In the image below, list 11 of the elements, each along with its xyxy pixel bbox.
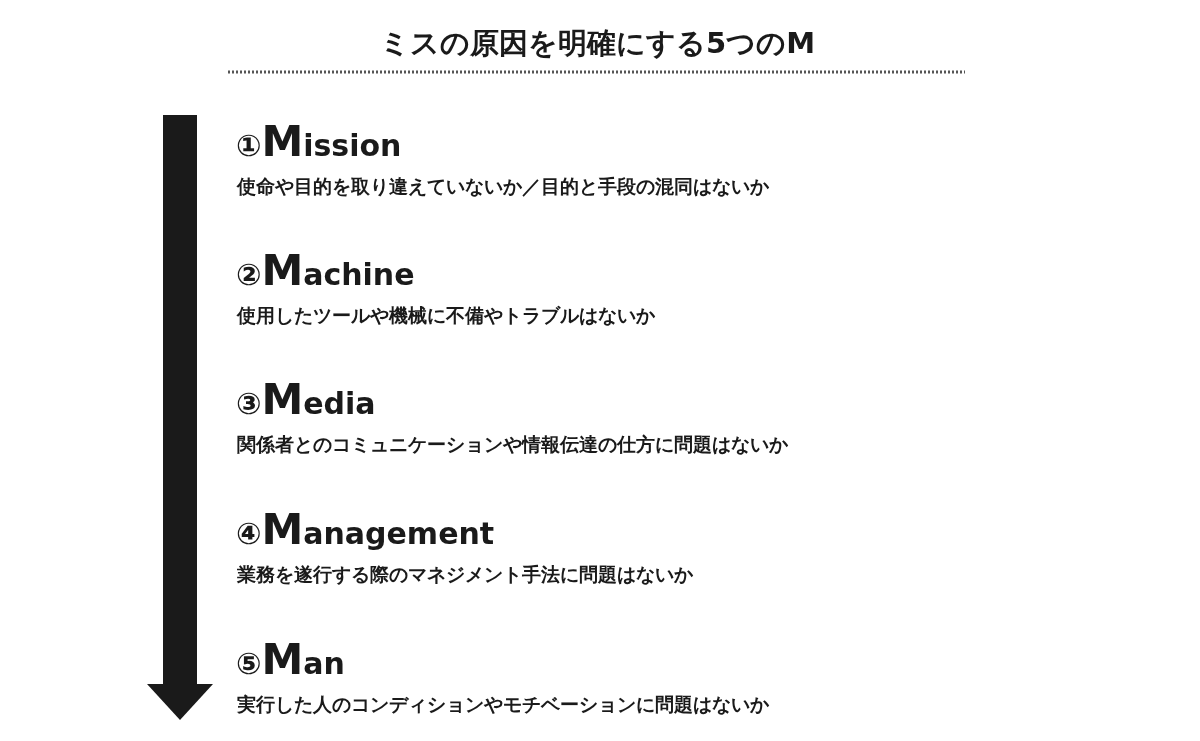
item-description: 関係者とのコミュニケーションや情報伝達の仕方に問題はないか <box>237 432 788 456</box>
item-description: 使用したツールや機械に不備やトラブルはないか <box>237 303 655 327</box>
item-heading: ③Media <box>236 380 376 424</box>
item-description: 実行した人のコンディションやモチベーションに問題はないか <box>237 692 769 716</box>
item-heading: ④Management <box>236 510 495 554</box>
item-heading: ②Machine <box>236 251 415 295</box>
title: ミスの原因を明確にする5つのM <box>380 25 816 62</box>
item-heading: ①Mission <box>236 122 402 166</box>
item-description: 業務を遂行する際のマネジメント手法に問題はないか <box>237 562 693 586</box>
item-description: 使命や目的を取り違えていないか／目的と手段の混同はないか <box>237 174 769 198</box>
item-heading: ⑤Man <box>236 640 345 684</box>
